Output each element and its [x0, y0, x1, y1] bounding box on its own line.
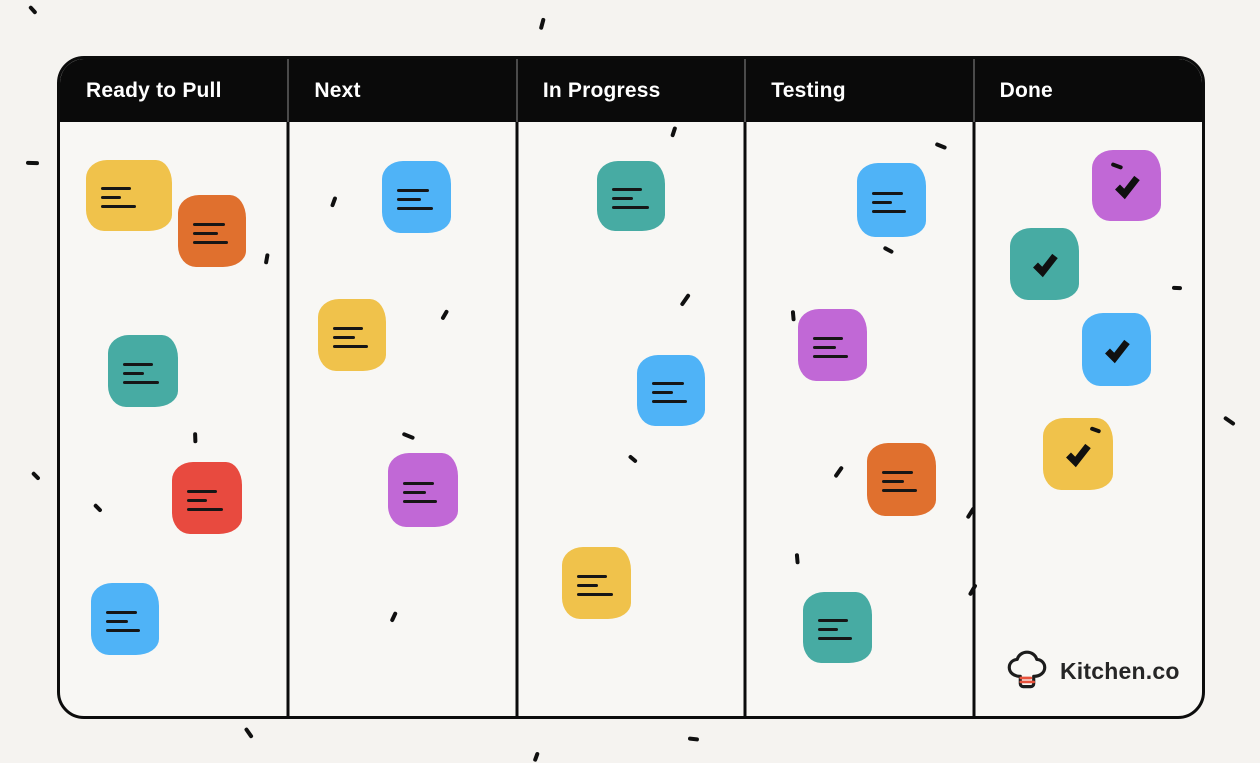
note-text-lines [91, 610, 140, 632]
note-text-lines [798, 336, 848, 358]
sticky-note-blue[interactable] [857, 163, 926, 237]
column-title: Testing [771, 78, 846, 102]
note-text-lines [86, 187, 136, 208]
note-text-lines [108, 362, 159, 384]
sticky-note-yellow[interactable] [562, 547, 631, 619]
note-text-lines [803, 619, 852, 640]
column-divider [972, 122, 976, 716]
sticky-note-purple[interactable] [388, 453, 458, 527]
note-text-lines [172, 489, 223, 511]
sticky-note-purple-done[interactable] [1092, 150, 1161, 221]
decorative-dash [193, 432, 198, 444]
column-header-ready-to-pull: Ready to Pull [60, 59, 288, 122]
note-text-lines [318, 326, 368, 348]
column-divider [515, 122, 519, 716]
note-text-lines [857, 191, 906, 213]
sticky-note-orange[interactable] [867, 443, 936, 516]
column-header-next: Next [288, 59, 516, 122]
decorative-dash [25, 160, 40, 165]
column-header-in-progress: In Progress [517, 59, 745, 122]
column-header-testing: Testing [745, 59, 973, 122]
sticky-note-teal[interactable] [108, 335, 178, 407]
note-text-lines [637, 382, 687, 403]
sticky-note-blue[interactable] [91, 583, 159, 655]
column-header-done: Done [974, 59, 1202, 122]
note-text-lines [867, 471, 917, 492]
sticky-note-purple[interactable] [798, 309, 867, 381]
decorative-dash [532, 751, 540, 763]
sticky-note-teal[interactable] [597, 161, 665, 231]
check-icon [1032, 253, 1058, 278]
board-header: Ready to Pull Next In Progress Testing D… [60, 59, 1202, 122]
decorative-dash [538, 17, 546, 30]
header-divider [744, 59, 747, 122]
sticky-note-blue[interactable] [382, 161, 451, 233]
sticky-note-yellow[interactable] [86, 160, 172, 231]
header-divider [972, 59, 975, 122]
column-title: Next [314, 78, 361, 102]
decorative-dash [687, 736, 700, 742]
column-divider [286, 122, 290, 716]
decorative-dash [1223, 415, 1236, 426]
logo-text: Kitchen.co [1060, 657, 1180, 684]
decorative-dash [1171, 285, 1183, 290]
check-icon [1114, 175, 1140, 199]
column-title: In Progress [542, 78, 661, 102]
sticky-note-blue-done[interactable] [1082, 313, 1151, 386]
sticky-note-blue[interactable] [637, 355, 705, 426]
decorative-dash [244, 726, 254, 739]
note-text-lines [597, 187, 649, 209]
sticky-note-orange[interactable] [178, 195, 246, 267]
decorative-dash [31, 470, 41, 481]
header-divider [515, 59, 518, 122]
header-divider [287, 59, 290, 122]
sticky-note-red[interactable] [172, 462, 242, 534]
column-title: Ready to Pull [86, 78, 222, 102]
note-text-lines [178, 222, 228, 244]
sticky-note-yellow[interactable] [318, 299, 386, 371]
column-divider [743, 122, 747, 716]
check-icon [1066, 443, 1091, 468]
chef-hat-icon [1007, 650, 1047, 689]
sticky-note-teal[interactable] [803, 592, 872, 663]
check-icon [1104, 339, 1130, 363]
kitchen-logo[interactable]: Kitchen.co [1004, 648, 1180, 694]
note-text-lines [388, 481, 437, 503]
sticky-note-yellow-done[interactable] [1043, 418, 1113, 490]
note-text-lines [562, 574, 613, 596]
decorative-dash [28, 4, 38, 15]
column-title: Done [999, 78, 1053, 102]
kanban-board: Ready to Pull Next In Progress Testing D… [57, 56, 1205, 719]
sticky-note-teal-done[interactable] [1010, 228, 1079, 300]
note-text-lines [382, 188, 433, 210]
